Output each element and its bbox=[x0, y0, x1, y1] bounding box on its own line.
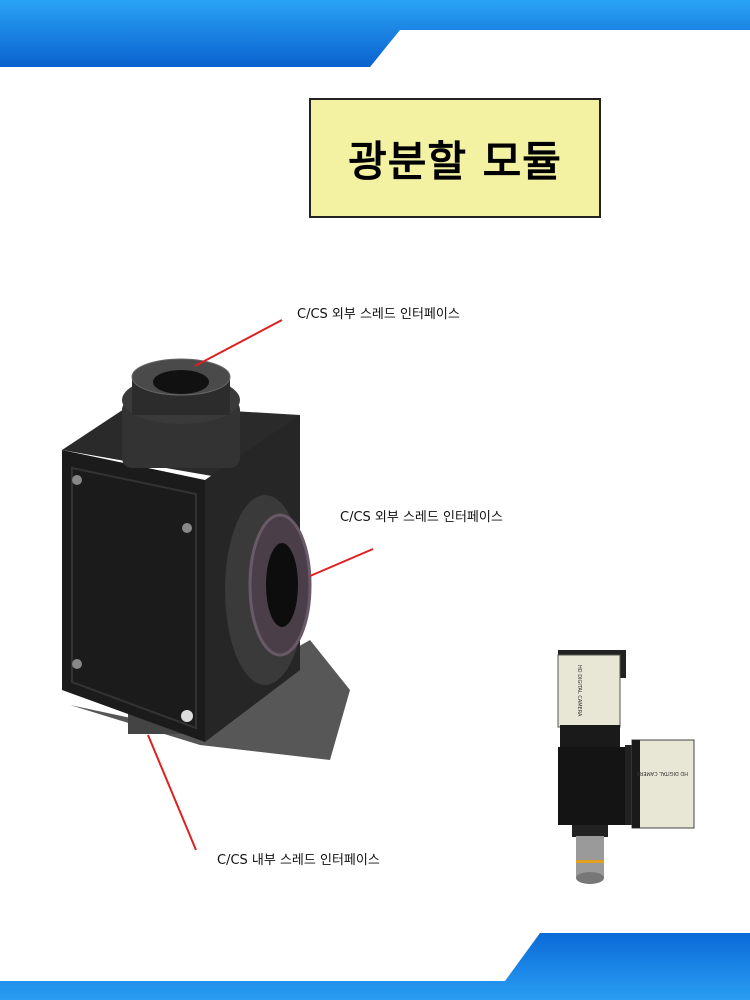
callout-line-bottom bbox=[147, 734, 197, 851]
camera-top bbox=[557, 654, 621, 728]
objective-lens bbox=[576, 836, 604, 878]
camera-top-text: HD DIGITAL CAMERA bbox=[576, 665, 582, 717]
screw bbox=[72, 659, 82, 669]
callout-line-top bbox=[194, 319, 283, 367]
bottom-blue-band bbox=[0, 933, 750, 1000]
splitter-body bbox=[558, 747, 628, 825]
label-side-interface: C/CS 외부 스레드 인터페이스 bbox=[340, 510, 503, 525]
camera-side-text: HD DIGITAL CAMERA bbox=[636, 770, 688, 776]
box-front bbox=[62, 450, 205, 742]
callout-line-side bbox=[309, 548, 374, 577]
label-top-interface: C/CS 외부 스레드 인터페이스 bbox=[297, 307, 460, 322]
screw bbox=[182, 523, 192, 533]
screw bbox=[72, 475, 82, 485]
label-bottom-interface: C/CS 내부 스레드 인터페이스 bbox=[217, 853, 380, 868]
screw bbox=[181, 710, 193, 722]
title-box: 광분할 모듈 bbox=[309, 98, 601, 218]
page-title: 광분할 모듈 bbox=[348, 136, 562, 186]
camera-side bbox=[631, 739, 695, 829]
